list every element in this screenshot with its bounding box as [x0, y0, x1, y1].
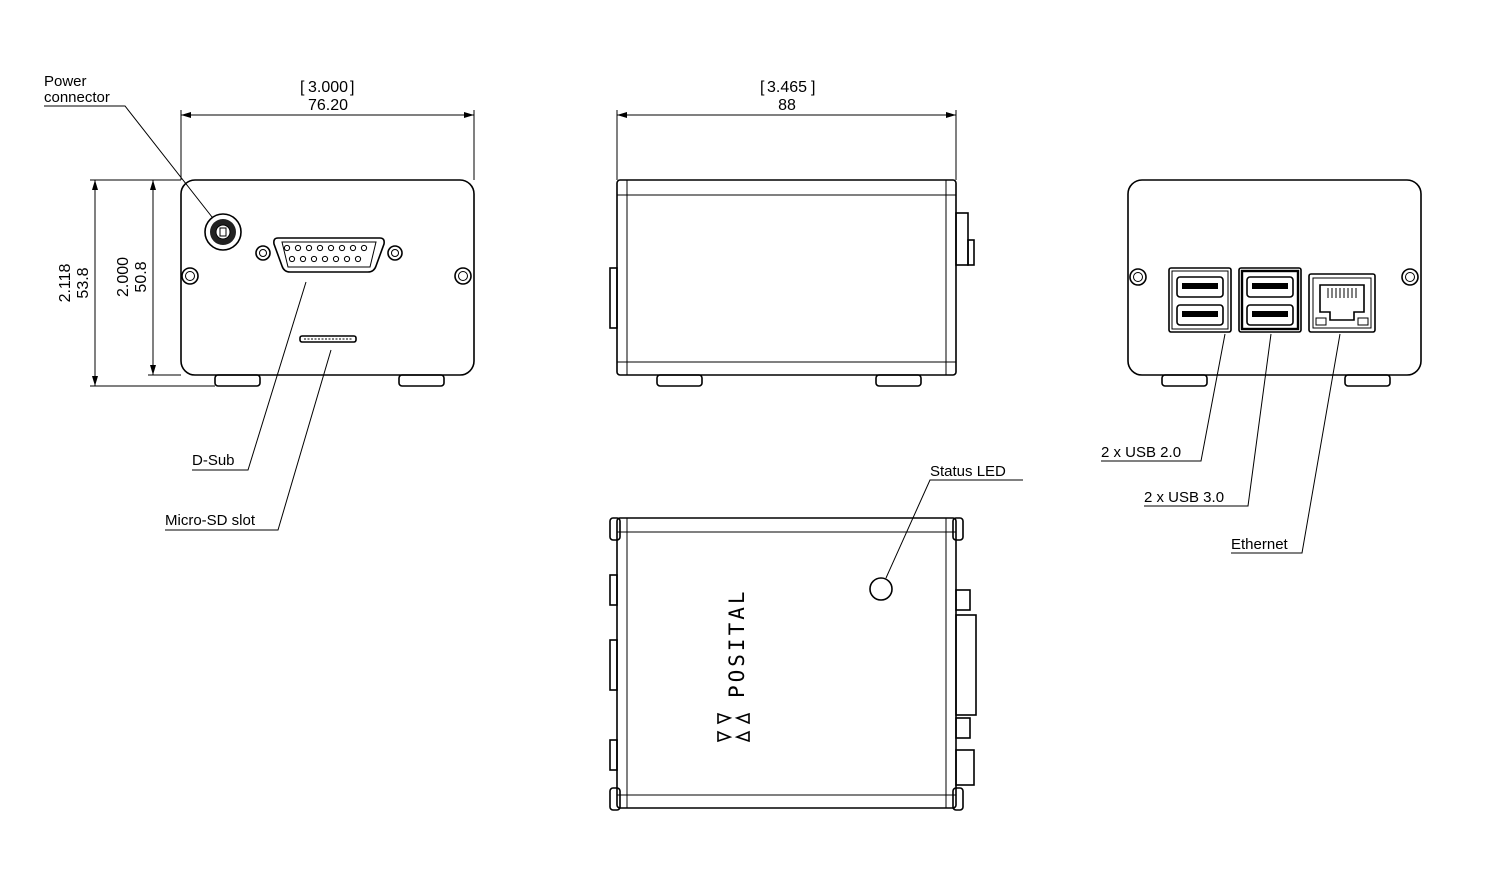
ethernet-port-icon — [1308, 273, 1376, 333]
dim-front-width-mm: 76.20 — [308, 97, 348, 114]
label-status-led: Status LED — [930, 463, 1006, 480]
power-connector-icon — [204, 213, 242, 251]
dim-side-width-mm: 88 — [778, 97, 796, 114]
brand-name: POSITAL — [725, 588, 749, 698]
side-housing — [616, 179, 957, 376]
front-view: 3.000 [ ] 76.20 2.118 53.8 2.000 50.8 — [44, 73, 475, 531]
dim-side-width-in: 3.465 — [767, 79, 807, 96]
foot — [1344, 374, 1391, 387]
foot — [1161, 374, 1208, 387]
svg-text:]: ] — [811, 79, 815, 96]
usb3-ports-icon — [1238, 267, 1302, 333]
top-housing — [616, 517, 957, 809]
label-usb3: 2 x USB 3.0 — [1144, 489, 1224, 506]
foot — [214, 374, 261, 387]
rear-view: 2 x USB 2.0 2 x USB 3.0 Ethernet — [1101, 179, 1422, 554]
label-usb2: 2 x USB 2.0 — [1101, 444, 1181, 461]
svg-text:[: [ — [300, 79, 305, 96]
label-dsub: D-Sub — [192, 452, 235, 469]
microsd-slot-icon — [299, 335, 357, 343]
screw-icon — [454, 267, 472, 285]
brand-logo-icon — [717, 712, 750, 743]
screw-icon — [1401, 268, 1419, 286]
front-housing — [180, 179, 475, 376]
label-power-connector-2: connector — [44, 89, 110, 106]
screw-icon — [181, 267, 199, 285]
label-microsd: Micro-SD slot — [165, 512, 256, 529]
foot — [656, 374, 703, 387]
dim-height-total-mm: 53.8 — [75, 267, 92, 298]
dim-height-body-in: 2.000 — [115, 257, 132, 297]
label-power-connector: Power — [44, 73, 87, 90]
svg-text:]: ] — [350, 79, 354, 96]
status-led-icon — [869, 577, 893, 601]
dsub-connector-icon — [255, 237, 403, 273]
usb2-ports-icon — [1168, 267, 1232, 333]
top-view: Status LED POSITAL — [609, 463, 1023, 811]
screw-icon — [1129, 268, 1147, 286]
svg-text:[: [ — [760, 79, 765, 96]
dim-height-total-in: 2.118 — [57, 263, 74, 302]
side-view: [ ] 3.465 88 — [609, 79, 975, 387]
rear-housing — [1127, 179, 1422, 376]
foot — [398, 374, 445, 387]
dim-height-body-mm: 50.8 — [133, 261, 150, 292]
foot — [875, 374, 922, 387]
dim-front-width-in: 3.000 — [308, 79, 348, 96]
label-ethernet: Ethernet — [1231, 536, 1289, 553]
